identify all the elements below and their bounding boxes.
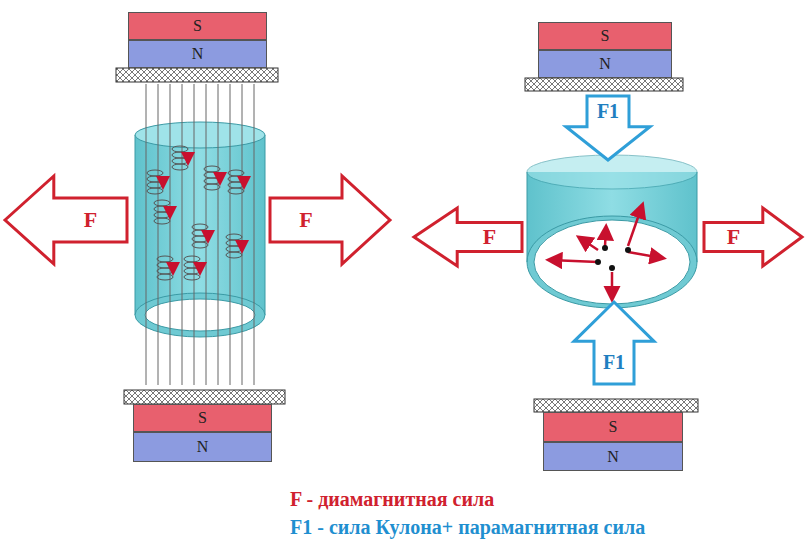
force-arrow: F [270, 176, 390, 264]
field-line [170, 84, 171, 385]
force-arrow: F [5, 176, 127, 264]
orbit-coil [157, 256, 173, 280]
legend-note: F - диамагнитная сила [290, 488, 494, 511]
ring [527, 155, 697, 308]
charges [595, 245, 631, 271]
force-label: F [727, 224, 740, 250]
tube [135, 122, 265, 337]
force-label: F [483, 224, 496, 250]
orbit-coil [192, 224, 208, 248]
legend-note: F1 - сила Кулона+ парамагнитная сила [290, 516, 645, 539]
charge-forces [550, 206, 662, 298]
pole-label: N [197, 438, 209, 456]
pole-label: N [599, 55, 611, 73]
electron-orbits [147, 146, 244, 280]
force-arrow: F1 [566, 96, 650, 160]
field-line [158, 84, 159, 385]
magnet-north: N [128, 40, 267, 68]
orbit-coil [226, 234, 242, 258]
magnet-north: N [133, 432, 272, 462]
magnet-south: S [133, 404, 272, 432]
mount-plate [534, 399, 698, 412]
force-arrow: F [414, 208, 522, 266]
field-lines [146, 84, 254, 385]
pole-label: N [607, 448, 619, 466]
pole-label: S [198, 409, 207, 427]
mount-plate [525, 78, 683, 91]
arrow-outline [704, 208, 802, 266]
arrow-outline [414, 208, 522, 266]
magnet-south: S [538, 22, 672, 50]
force-label: F1 [603, 351, 625, 374]
arrow-outline [5, 176, 127, 264]
force-arrow: F1 [574, 302, 654, 384]
field-line [182, 84, 183, 385]
mount-plate [116, 68, 278, 82]
mount-plate [124, 390, 285, 404]
pole-label: S [609, 418, 618, 436]
magnet-south: S [128, 12, 267, 40]
magnet-north: N [543, 442, 683, 471]
pole-label: S [193, 17, 202, 35]
field-line [146, 84, 147, 385]
field-line [242, 84, 243, 385]
field-line [254, 84, 255, 385]
orbit-coil [204, 166, 220, 190]
pole-label: S [601, 27, 610, 45]
magnet-south: S [543, 412, 683, 442]
orbit-coil [184, 256, 200, 280]
orbit-coil [172, 146, 188, 170]
orbit-coil [228, 170, 244, 194]
orbit-coil [154, 200, 170, 224]
arrow-outline [270, 176, 390, 264]
force-label: F [299, 207, 312, 233]
force-label: F [84, 207, 97, 233]
force-arrow: F [704, 208, 802, 266]
force-label: F1 [597, 100, 619, 123]
orbit-coil [147, 170, 163, 194]
field-line [218, 84, 219, 385]
pole-label: N [192, 45, 204, 63]
magnet-north: N [538, 50, 672, 78]
